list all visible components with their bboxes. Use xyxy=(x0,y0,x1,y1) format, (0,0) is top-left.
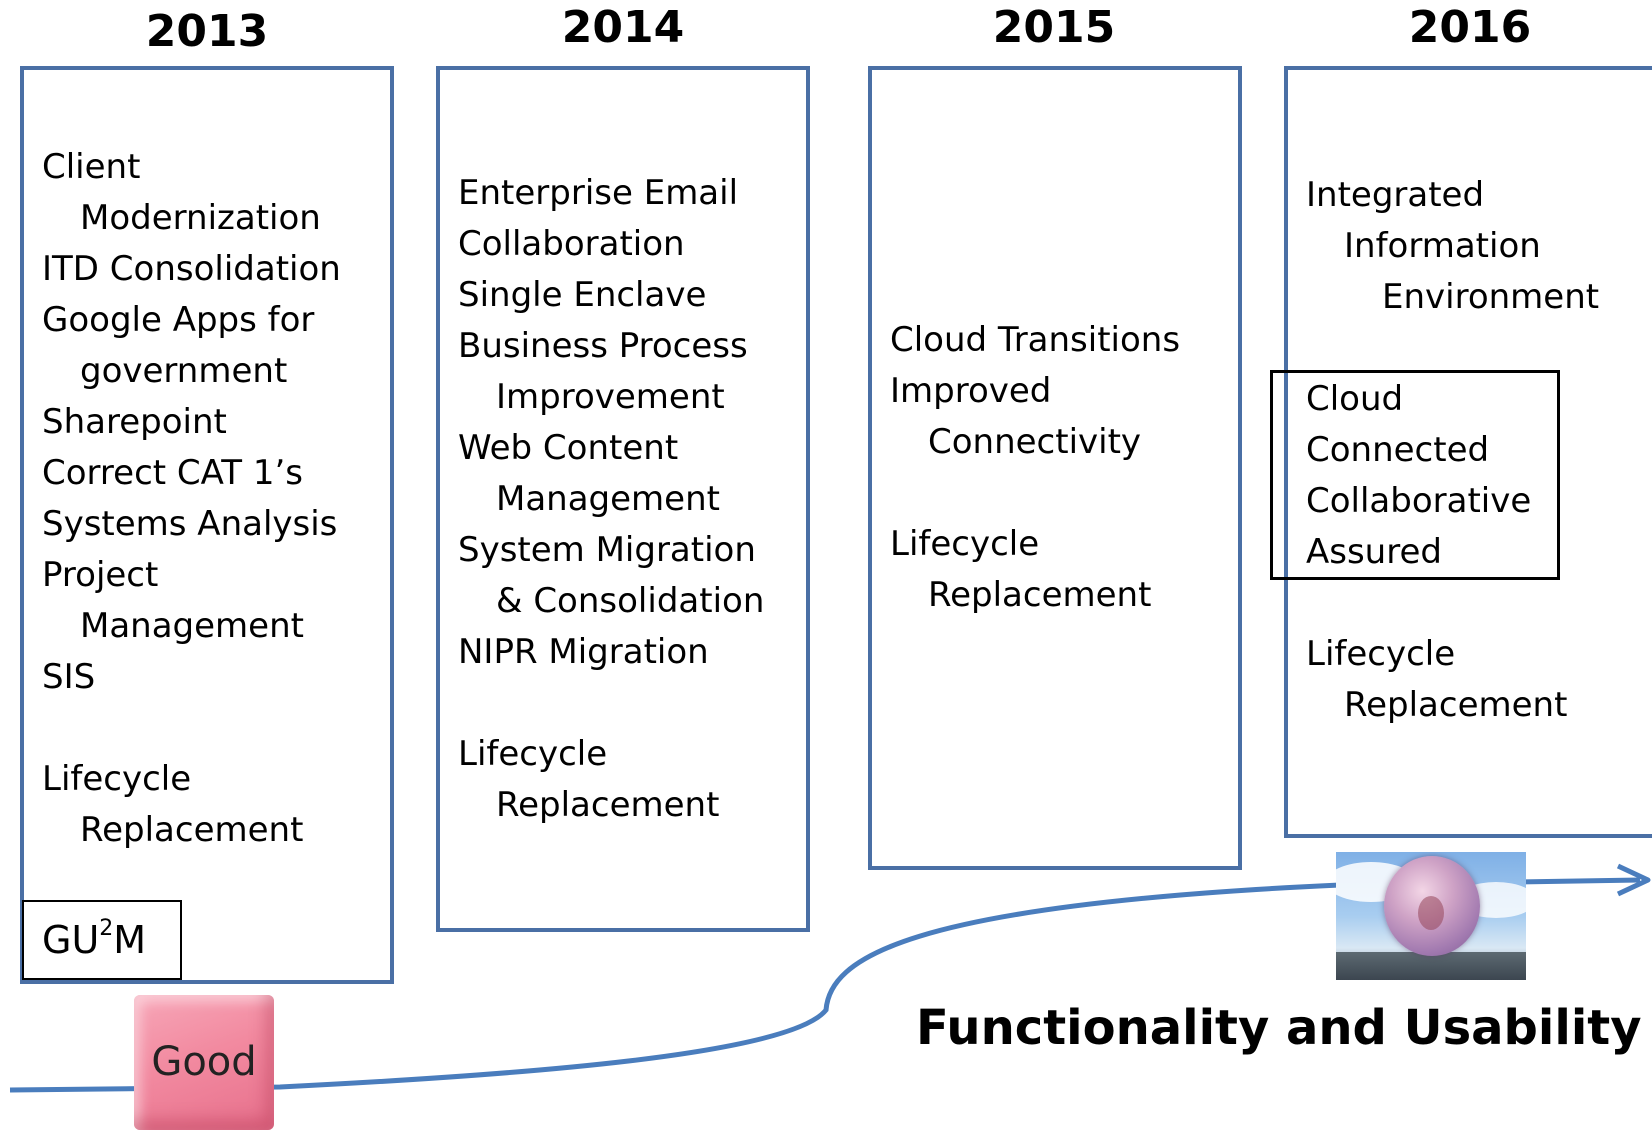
year-2016-heading: 2016 xyxy=(1408,2,1532,53)
year-2013-heading: 2013 xyxy=(145,6,269,57)
column-item: Sharepoint xyxy=(42,402,227,442)
column-item: SIS xyxy=(42,657,96,697)
gum-label-prefix: GU xyxy=(42,918,100,962)
column-item: Lifecycle xyxy=(890,524,1040,564)
column-item: Lifecycle xyxy=(458,734,608,774)
column-item: Management xyxy=(80,606,304,646)
column-item: Enterprise Email xyxy=(458,173,739,213)
column-item: Improvement xyxy=(496,377,725,417)
column-item: Lifecycle xyxy=(1306,634,1456,674)
column-item: Information xyxy=(1344,226,1541,266)
column-item: Connectivity xyxy=(928,422,1142,462)
pink-gum-image: Good xyxy=(134,995,274,1130)
column-item: Modernization xyxy=(80,198,321,238)
column-item: Single Enclave xyxy=(458,275,707,315)
column-item: Project xyxy=(42,555,159,595)
column-item: Web Content xyxy=(458,428,679,468)
gum-label-suffix: M xyxy=(113,918,147,962)
column-2015-box xyxy=(868,66,1242,870)
column-item: Google Apps for xyxy=(42,300,315,340)
column-2014-box xyxy=(436,66,810,932)
column-item: Cloud Transitions xyxy=(890,320,1181,360)
column-item: government xyxy=(80,351,288,391)
cloud-highlight-box xyxy=(1270,370,1560,580)
column-item: Client xyxy=(42,147,141,187)
column-item: Replacement xyxy=(1344,685,1568,725)
bubble-gum-image xyxy=(1336,852,1526,980)
column-2013-box xyxy=(20,66,394,984)
column-item: Assured xyxy=(1306,532,1442,572)
column-item: & Consolidation xyxy=(496,581,765,621)
column-item: Business Process xyxy=(458,326,748,366)
column-item: ITD Consolidation xyxy=(42,249,341,289)
column-item: Connected xyxy=(1306,430,1490,470)
column-item: Replacement xyxy=(80,810,304,850)
column-item: System Migration xyxy=(458,530,756,570)
year-2014-heading: 2014 xyxy=(561,2,685,53)
column-item: Integrated xyxy=(1306,175,1485,215)
column-item: Replacement xyxy=(928,575,1152,615)
column-item: Collaboration xyxy=(458,224,685,264)
column-item: Lifecycle xyxy=(42,759,192,799)
column-2016-box xyxy=(1284,66,1652,838)
column-item: Systems Analysis xyxy=(42,504,338,544)
column-item: Collaborative xyxy=(1306,481,1532,521)
gum-label-box: GU2M xyxy=(22,900,182,980)
good-label: Good xyxy=(151,1039,257,1085)
column-item: Correct CAT 1’s xyxy=(42,453,303,493)
functionality-usability-label: Functionality and Usability xyxy=(916,1000,1642,1056)
column-item: Replacement xyxy=(496,785,720,825)
column-item: Improved xyxy=(890,371,1052,411)
gum-label-sup: 2 xyxy=(99,916,114,941)
column-item: Cloud xyxy=(1306,379,1404,419)
year-2015-heading: 2015 xyxy=(992,2,1116,53)
column-item: Management xyxy=(496,479,720,519)
column-item: NIPR Migration xyxy=(458,632,709,672)
column-item: Environment xyxy=(1382,277,1600,317)
